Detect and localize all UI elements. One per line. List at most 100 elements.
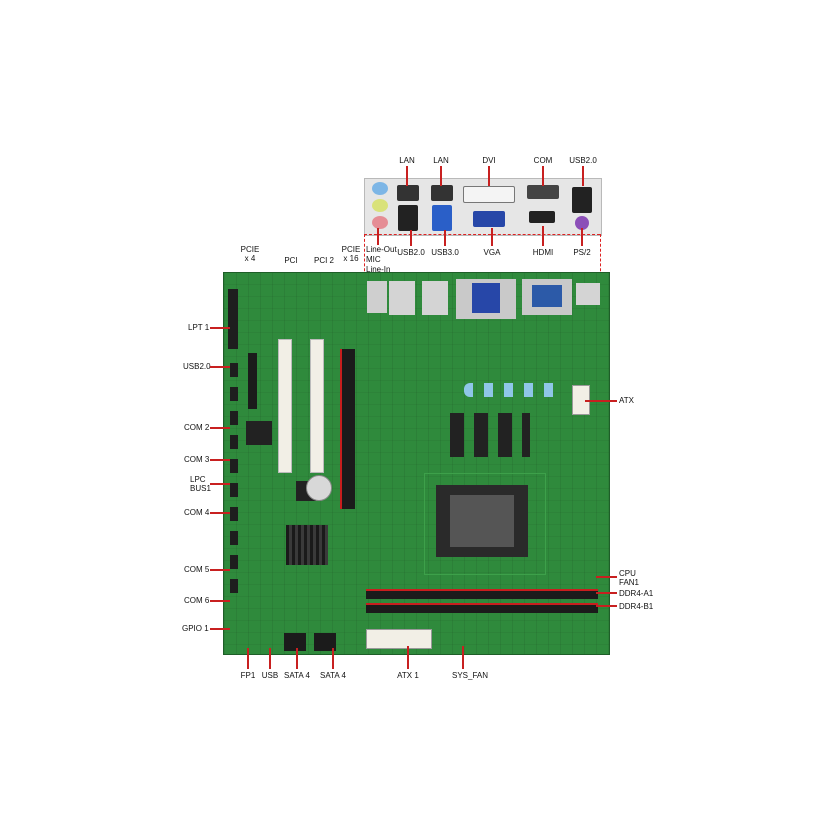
leader-sys-fan bbox=[462, 646, 464, 669]
label-lan-1: LAN bbox=[399, 156, 415, 165]
label-pcie-x16-line2: x 16 bbox=[343, 254, 359, 263]
pcie-x4-slot bbox=[248, 353, 257, 409]
leader-sata4-a bbox=[296, 648, 298, 669]
leader-lan-2 bbox=[440, 166, 442, 186]
sata-port-2 bbox=[314, 633, 336, 651]
lan-port-2 bbox=[431, 185, 453, 201]
label-atx: ATX bbox=[619, 396, 634, 405]
vrm-block bbox=[450, 413, 530, 457]
leader-lan-1 bbox=[406, 166, 408, 186]
label-lpc-line2: BUS1 bbox=[190, 484, 211, 493]
label-pcie-x4-line1: PCIE bbox=[240, 245, 260, 254]
label-lpt1: LPT 1 bbox=[188, 323, 210, 332]
lpt1-header bbox=[228, 289, 238, 349]
usb20-port-right bbox=[572, 187, 592, 213]
label-lpc: LPC BUS1 bbox=[190, 475, 211, 493]
label-pcie-x4: PCIE x 4 bbox=[241, 245, 260, 263]
label-usb20-top: USB2.0 bbox=[569, 156, 597, 165]
leader-gpio1 bbox=[210, 628, 230, 630]
label-cpu-fan-line1: CPU bbox=[619, 569, 636, 578]
label-com5: COM 5 bbox=[184, 565, 210, 574]
label-vga: VGA bbox=[483, 248, 501, 257]
label-line-in: Line-In bbox=[366, 265, 391, 274]
label-usb20-header: USB2.0 bbox=[183, 362, 211, 371]
label-cpu-fan: CPU FAN1 bbox=[619, 569, 639, 587]
board-lan-block-1 bbox=[389, 281, 415, 315]
io-chip bbox=[246, 421, 272, 445]
cpu-socket-frame bbox=[424, 473, 546, 575]
label-lpc-line1: LPC bbox=[190, 475, 206, 484]
leader-ddr4-b1 bbox=[596, 605, 617, 607]
leader-com6 bbox=[210, 600, 230, 602]
board-com-connector bbox=[532, 285, 562, 307]
audio-jack-mic bbox=[372, 199, 388, 212]
audio-jack-line-in bbox=[372, 216, 388, 229]
leader-usb-bottom bbox=[269, 648, 271, 669]
vga-port bbox=[473, 211, 505, 227]
leader-com-io bbox=[542, 166, 544, 186]
label-pcie-x4-line2: x 4 bbox=[244, 254, 256, 263]
ddr4-slot-a1 bbox=[366, 589, 598, 599]
leader-fp1 bbox=[247, 648, 249, 669]
leader-com4 bbox=[210, 512, 230, 514]
dvi-port bbox=[463, 186, 515, 203]
label-usb-bottom: USB bbox=[261, 671, 279, 680]
label-com4: COM 4 bbox=[184, 508, 210, 517]
audio-jack-line-out bbox=[372, 182, 388, 195]
leader-lpt1 bbox=[210, 327, 230, 329]
label-gpio1: GPIO 1 bbox=[182, 624, 209, 633]
leader-usb20-header bbox=[210, 366, 230, 368]
pci-slot-2 bbox=[310, 339, 324, 473]
com-port bbox=[527, 185, 559, 199]
leader-usb30 bbox=[444, 230, 446, 246]
leader-ps2 bbox=[581, 228, 583, 246]
label-pcie-x16-line1: PCIE bbox=[341, 245, 361, 254]
label-dvi: DVI bbox=[482, 156, 496, 165]
label-com6: COM 6 bbox=[184, 596, 210, 605]
leader-cpu-fan bbox=[596, 576, 617, 578]
leader-audio bbox=[377, 228, 379, 245]
rear-io-panel bbox=[364, 178, 602, 236]
io-guide-top bbox=[364, 234, 600, 235]
label-hdmi: HDMI bbox=[532, 248, 554, 257]
ps2-port bbox=[575, 216, 589, 230]
label-fp1: FP1 bbox=[240, 671, 256, 680]
label-com-io: COM bbox=[533, 156, 553, 165]
leader-atx bbox=[585, 400, 617, 402]
sata-port-1 bbox=[284, 633, 306, 651]
label-com2: COM 2 bbox=[184, 423, 210, 432]
leader-com2 bbox=[210, 427, 230, 429]
label-sys-fan: SYS_FAN bbox=[451, 671, 489, 680]
usb20-port-stack bbox=[398, 205, 418, 231]
label-usb30: USB3.0 bbox=[431, 248, 459, 257]
label-mic: MIC bbox=[366, 255, 381, 264]
leader-lpc bbox=[210, 483, 230, 485]
leader-com5 bbox=[210, 569, 230, 571]
hdmi-port bbox=[529, 211, 555, 223]
io-guide-left bbox=[364, 234, 365, 286]
leader-dvi bbox=[488, 166, 490, 186]
board-lan-block-2 bbox=[422, 281, 448, 315]
leader-usb20-top bbox=[582, 166, 584, 186]
com-header-strip bbox=[230, 363, 238, 603]
label-usb20-bottom: USB2.0 bbox=[397, 248, 425, 257]
leader-vga bbox=[491, 228, 493, 246]
pcie-x16-slot bbox=[340, 349, 355, 509]
board-ps2-block bbox=[576, 283, 600, 305]
ddr4-slot-b1 bbox=[366, 603, 598, 613]
label-lan-2: LAN bbox=[433, 156, 449, 165]
label-line-out: Line-Out bbox=[366, 245, 397, 254]
leader-sata4-b bbox=[332, 648, 334, 669]
label-atx1: ATX 1 bbox=[397, 671, 419, 680]
motherboard-pcb bbox=[223, 272, 610, 655]
label-cpu-fan-line2: FAN1 bbox=[619, 578, 640, 587]
leader-atx1 bbox=[407, 646, 409, 669]
pci-slot-1 bbox=[278, 339, 292, 473]
usb30-port-stack bbox=[432, 205, 452, 231]
atx-24pin-connector bbox=[366, 629, 432, 649]
label-pci2: PCI 2 bbox=[313, 256, 335, 265]
label-ddr4-a1: DDR4-A1 bbox=[619, 589, 654, 598]
label-ddr4-b1: DDR4-B1 bbox=[619, 602, 654, 611]
label-pcie-x16: PCIE x 16 bbox=[342, 245, 361, 263]
label-pci: PCI bbox=[284, 256, 298, 265]
